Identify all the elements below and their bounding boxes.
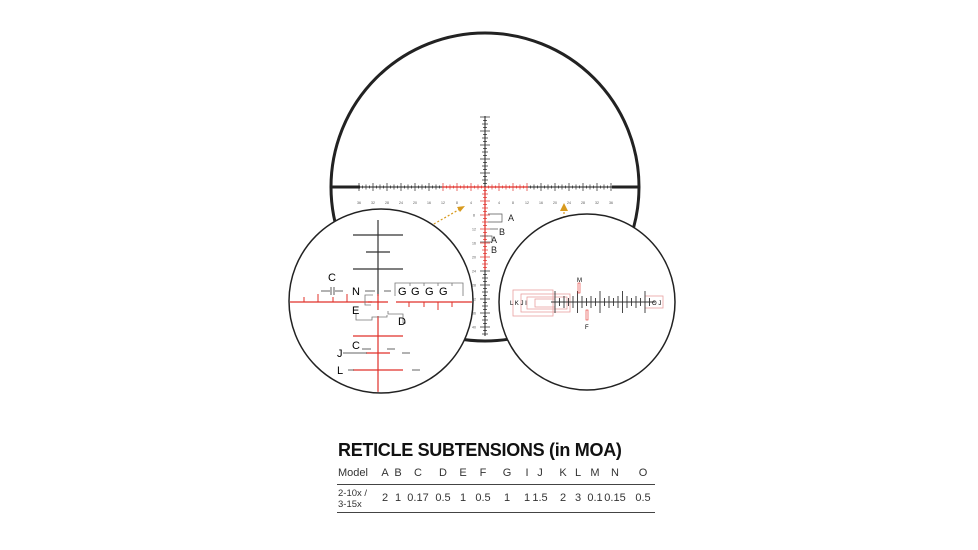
tick-label: 12 [472, 228, 476, 232]
tick-label: 20 [413, 201, 417, 205]
divider [337, 484, 655, 485]
label-c-bottom: C [352, 340, 360, 352]
tick-label: 24 [472, 270, 476, 274]
tick-label: 20 [472, 256, 476, 260]
column-header: D [439, 467, 447, 479]
tick-label: 32 [595, 201, 599, 205]
column-header: F [479, 467, 487, 479]
callout-a: A [508, 213, 514, 223]
label-lkji: L K J I [510, 301, 527, 307]
column-header: J [537, 467, 543, 479]
right-detail-view: M L K J I O J F [498, 213, 676, 391]
tick-label: 28 [472, 284, 476, 288]
tick-label: 28 [385, 201, 389, 205]
label-g: G [439, 286, 448, 298]
tick-label: 8 [456, 201, 458, 205]
table-cell: 0.1 [587, 492, 603, 504]
table-cell: 0.5 [635, 492, 651, 504]
table-cell: 2 [381, 492, 389, 504]
column-header: C [414, 467, 422, 479]
column-header: E [459, 467, 467, 479]
table-title: RETICLE SUBTENSIONS (in MOA) [338, 440, 622, 460]
label-oj: O J [652, 301, 661, 307]
tick-label: 24 [567, 201, 571, 205]
label-g: G [425, 286, 434, 298]
header-model: Model [338, 467, 368, 479]
divider [337, 512, 655, 513]
tick-label: 40 [472, 326, 476, 330]
table-cell: 1 [459, 492, 467, 504]
tick-label: 32 [371, 201, 375, 205]
callout-a-2: A [491, 235, 497, 245]
tick-label: 36 [357, 201, 361, 205]
label-j: J [337, 348, 343, 360]
tick-label: 4 [498, 201, 500, 205]
tick-label: 16 [472, 242, 476, 246]
table-cell: 0.5 [475, 492, 491, 504]
column-header: K [559, 467, 567, 479]
column-header: I [525, 467, 529, 479]
callout-b: B [499, 227, 505, 237]
table-cell: 3 [574, 492, 582, 504]
column-header: G [502, 467, 512, 479]
table-cell: 2 [559, 492, 567, 504]
row-model: 2-10x /3-15x [338, 488, 368, 510]
label-n: N [352, 286, 360, 298]
label-c: C [328, 272, 336, 284]
arrowhead-icon [560, 203, 568, 211]
label-g: G [398, 286, 407, 298]
tick-label: 20 [553, 201, 557, 205]
tick-label: 32 [472, 298, 476, 302]
tick-label: 4 [470, 201, 472, 205]
tick-label: 12 [525, 201, 529, 205]
table-cell: 1 [394, 492, 402, 504]
table-cell: 0.5 [435, 492, 451, 504]
table-cell: 1 [503, 492, 511, 504]
table-cell: 0.17 [407, 492, 429, 504]
table-cell: 0.15 [604, 492, 626, 504]
column-header: L [574, 467, 582, 479]
tick-label: 28 [581, 201, 585, 205]
label-e: E [352, 305, 359, 317]
column-header: O [638, 467, 648, 479]
tick-label: 12 [441, 201, 445, 205]
callout-b-2: B [491, 245, 497, 255]
tick-label: 36 [472, 312, 476, 316]
tick-label: 8 [473, 214, 475, 218]
tick-label: 16 [539, 201, 543, 205]
label-m: M [577, 278, 582, 284]
label-l: L [337, 365, 343, 377]
left-detail-view: C N G G G G E D C J L [288, 208, 474, 394]
column-header: A [381, 467, 389, 479]
tick-label: 36 [609, 201, 613, 205]
label-d: D [398, 316, 406, 328]
table-cell: 1 [523, 492, 531, 504]
tick-label: 8 [512, 201, 514, 205]
column-header: N [611, 467, 619, 479]
tick-label: 24 [399, 201, 403, 205]
tick-label: 16 [427, 201, 431, 205]
arrowhead-icon [457, 206, 465, 212]
label-f: F [585, 325, 589, 331]
column-header: B [394, 467, 402, 479]
table-cell: 1.5 [532, 492, 548, 504]
column-header: M [590, 467, 600, 479]
label-g: G [411, 286, 420, 298]
